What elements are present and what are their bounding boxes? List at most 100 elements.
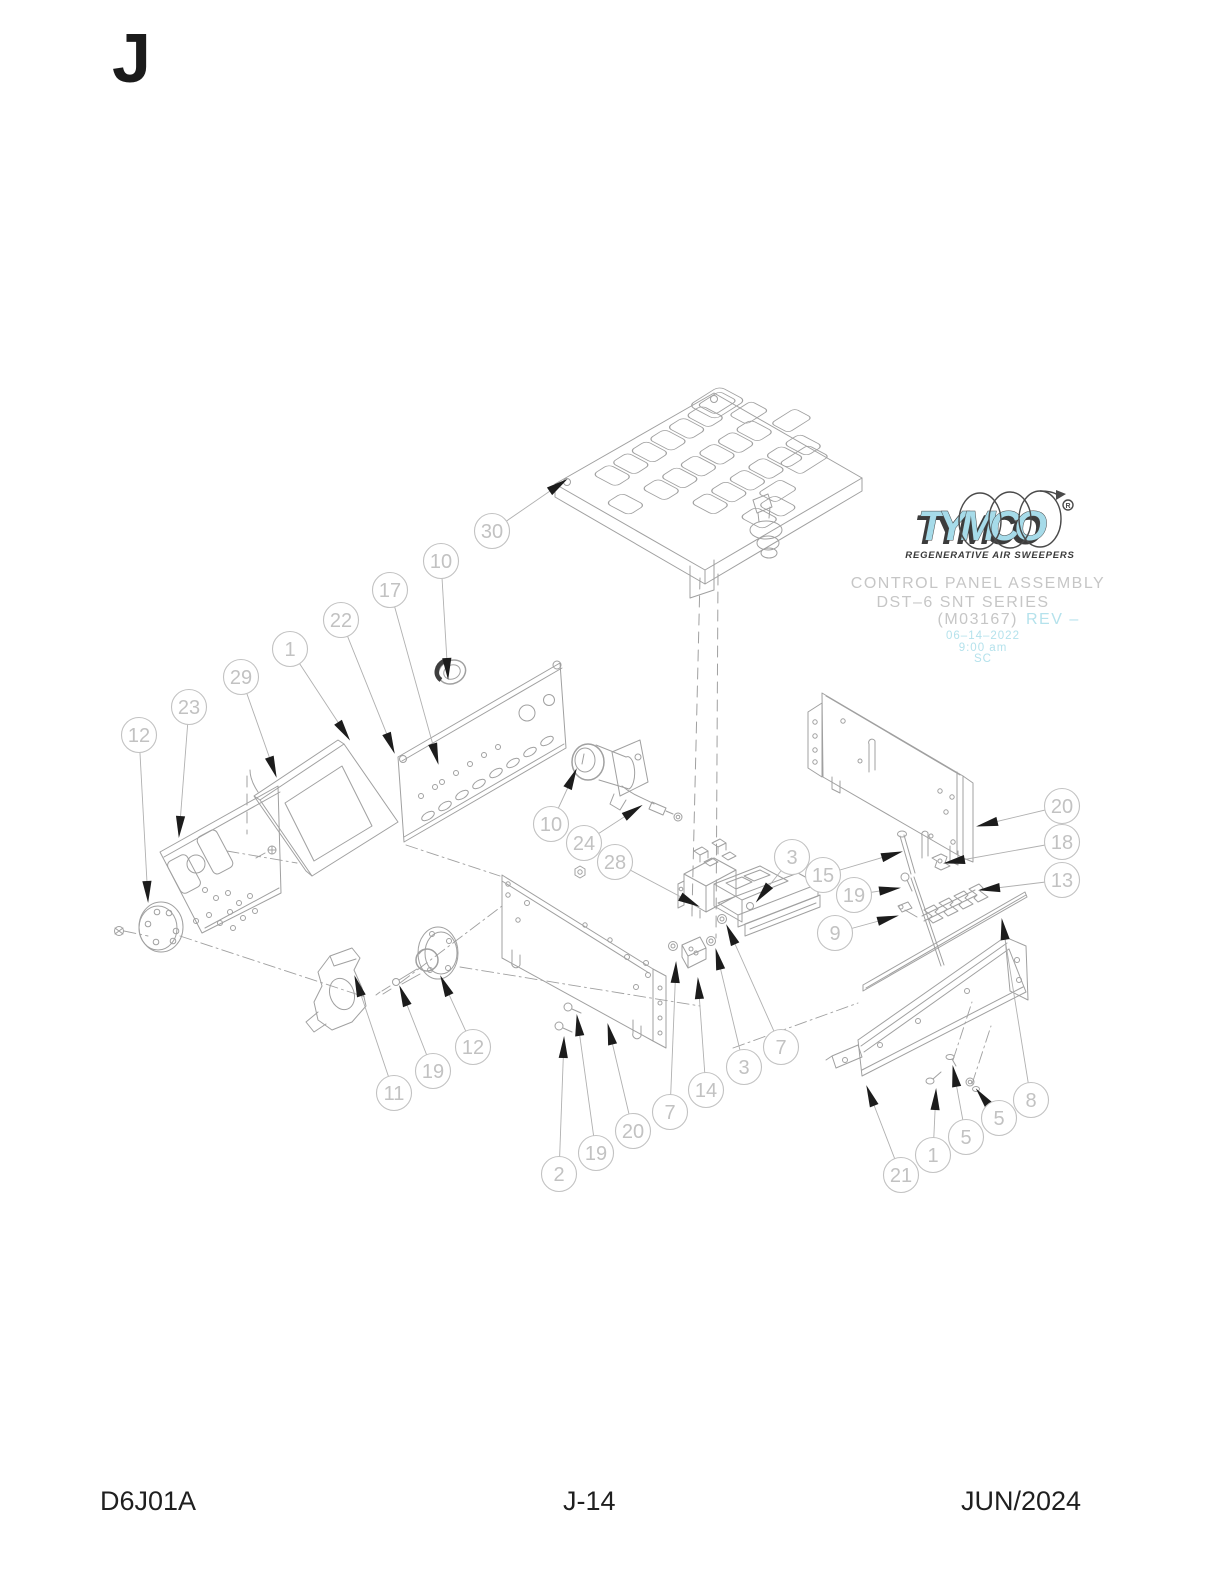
control-plate	[159, 785, 282, 934]
balloon-number: 8	[1025, 1090, 1036, 1112]
leader-line	[575, 1014, 597, 1154]
logo-shadow-text: TYMCO	[914, 506, 1042, 553]
leader-line	[175, 706, 190, 838]
balloon-circle	[454, 1028, 492, 1066]
footer-page-number: J-14	[563, 1486, 616, 1516]
logo-tagline: REGENERATIVE AIR SWEEPERS	[905, 550, 1074, 561]
balloon-number: 5	[960, 1127, 971, 1149]
balloon-circle	[882, 1156, 920, 1194]
callout-19: 19	[575, 1014, 615, 1172]
balloon-circle	[614, 1112, 652, 1150]
drawing-time: 9:00 am	[959, 642, 1008, 654]
panel-knob	[749, 493, 783, 559]
section-letter: J	[112, 19, 151, 97]
callout-10: 10	[532, 768, 577, 843]
leader-line	[943, 841, 1063, 864]
balloon-circle	[375, 1074, 413, 1112]
balloon-circle	[651, 1093, 689, 1131]
balloon-circle	[596, 843, 634, 881]
callout-1: 1	[271, 630, 351, 741]
balloon-number: 10	[540, 814, 562, 836]
balloon-number: 18	[1051, 832, 1073, 854]
balloon-number: 20	[1051, 796, 1073, 818]
mounting-rail	[862, 891, 1028, 992]
callout-15: 15	[804, 851, 903, 894]
title-block: CONTROL PANEL ASSEMBLY DST–6 SNT SERIES …	[851, 575, 1105, 665]
assembly-title: CONTROL PANEL ASSEMBLY	[851, 575, 1105, 592]
balloon-number: 1	[284, 639, 295, 661]
callout-12: 12	[120, 716, 158, 903]
callout-19: 19	[399, 985, 452, 1090]
part-number: (M03167)	[938, 611, 1018, 628]
balloon-circle	[322, 601, 360, 639]
callout-20: 20	[976, 787, 1081, 827]
balloon-number: 20	[622, 1121, 644, 1143]
balloon-number: 21	[890, 1165, 912, 1187]
balloon-circle	[687, 1071, 725, 1109]
grommet	[434, 659, 467, 685]
balloon-number: 5	[993, 1108, 1004, 1130]
bottom-bracket	[732, 936, 1029, 1092]
balloon-circle	[914, 1136, 952, 1174]
page-footer: D6J01A J-14 JUN/2024	[0, 1486, 1224, 1526]
balloon-circle	[371, 571, 409, 609]
balloon-number: 19	[422, 1061, 444, 1083]
balloon-circle	[762, 1028, 800, 1066]
balloon-number: 9	[829, 923, 840, 945]
callout-3: 3	[755, 838, 811, 903]
rocker-switch-assembly	[668, 865, 821, 969]
callout-5: 5	[975, 1088, 1018, 1137]
swirl-arrow-icon	[1056, 490, 1066, 500]
callout-18: 18	[943, 823, 1081, 864]
balloon-circle	[725, 1048, 763, 1086]
balloon-circle	[222, 658, 260, 696]
balloon-circle	[532, 805, 570, 843]
balloon-number: 29	[230, 667, 252, 689]
footer-date: JUN/2024	[961, 1486, 1082, 1516]
balloon-number: 23	[178, 697, 200, 719]
balloon-circle	[120, 716, 158, 754]
lever-assembly	[305, 947, 367, 1033]
balloon-circle	[271, 630, 309, 668]
leader-line	[354, 975, 395, 1094]
balloon-circle	[1043, 861, 1081, 899]
callout-30: 30	[473, 478, 568, 550]
balloon-circle	[1043, 787, 1081, 825]
mounting-disc	[114, 901, 184, 953]
balloon-number: 3	[786, 847, 797, 869]
balloon-circle	[577, 1134, 615, 1172]
balloon-number: 12	[128, 725, 150, 747]
balloon-circle	[1043, 823, 1081, 861]
callout-9: 9	[816, 914, 899, 952]
centerline	[691, 573, 719, 939]
display-bezel	[226, 739, 399, 877]
balloon-circle	[773, 838, 811, 876]
balloon-circle	[980, 1099, 1018, 1137]
switch-panel-top	[554, 387, 863, 939]
callout-20: 20	[607, 1023, 652, 1150]
footer-doc-code: D6J01A	[100, 1486, 197, 1516]
callout-11: 11	[354, 975, 413, 1112]
balloon-circle	[170, 688, 208, 726]
center-lower-panel	[405, 844, 701, 1049]
callout-28: 28	[596, 843, 700, 907]
balloon-number: 2	[553, 1164, 564, 1186]
callout-19: 19	[835, 876, 901, 914]
balloon-circle	[816, 914, 854, 952]
balloon-number: 1	[927, 1145, 938, 1167]
leader-line	[138, 734, 152, 903]
callout-8: 8	[1000, 918, 1050, 1119]
callout-7: 7	[651, 961, 689, 1131]
balloon-number: 22	[330, 610, 352, 632]
balloon-number: 10	[430, 551, 452, 573]
callout-24: 24	[565, 804, 643, 862]
balloon-number: 7	[664, 1102, 675, 1124]
registered-mark: R	[1065, 503, 1070, 510]
drafter-initials: SC	[974, 653, 992, 665]
balloon-circle	[565, 824, 603, 862]
balloon-number: 13	[1051, 870, 1073, 892]
leader-line	[1000, 918, 1032, 1101]
balloon-number: 12	[462, 1037, 484, 1059]
